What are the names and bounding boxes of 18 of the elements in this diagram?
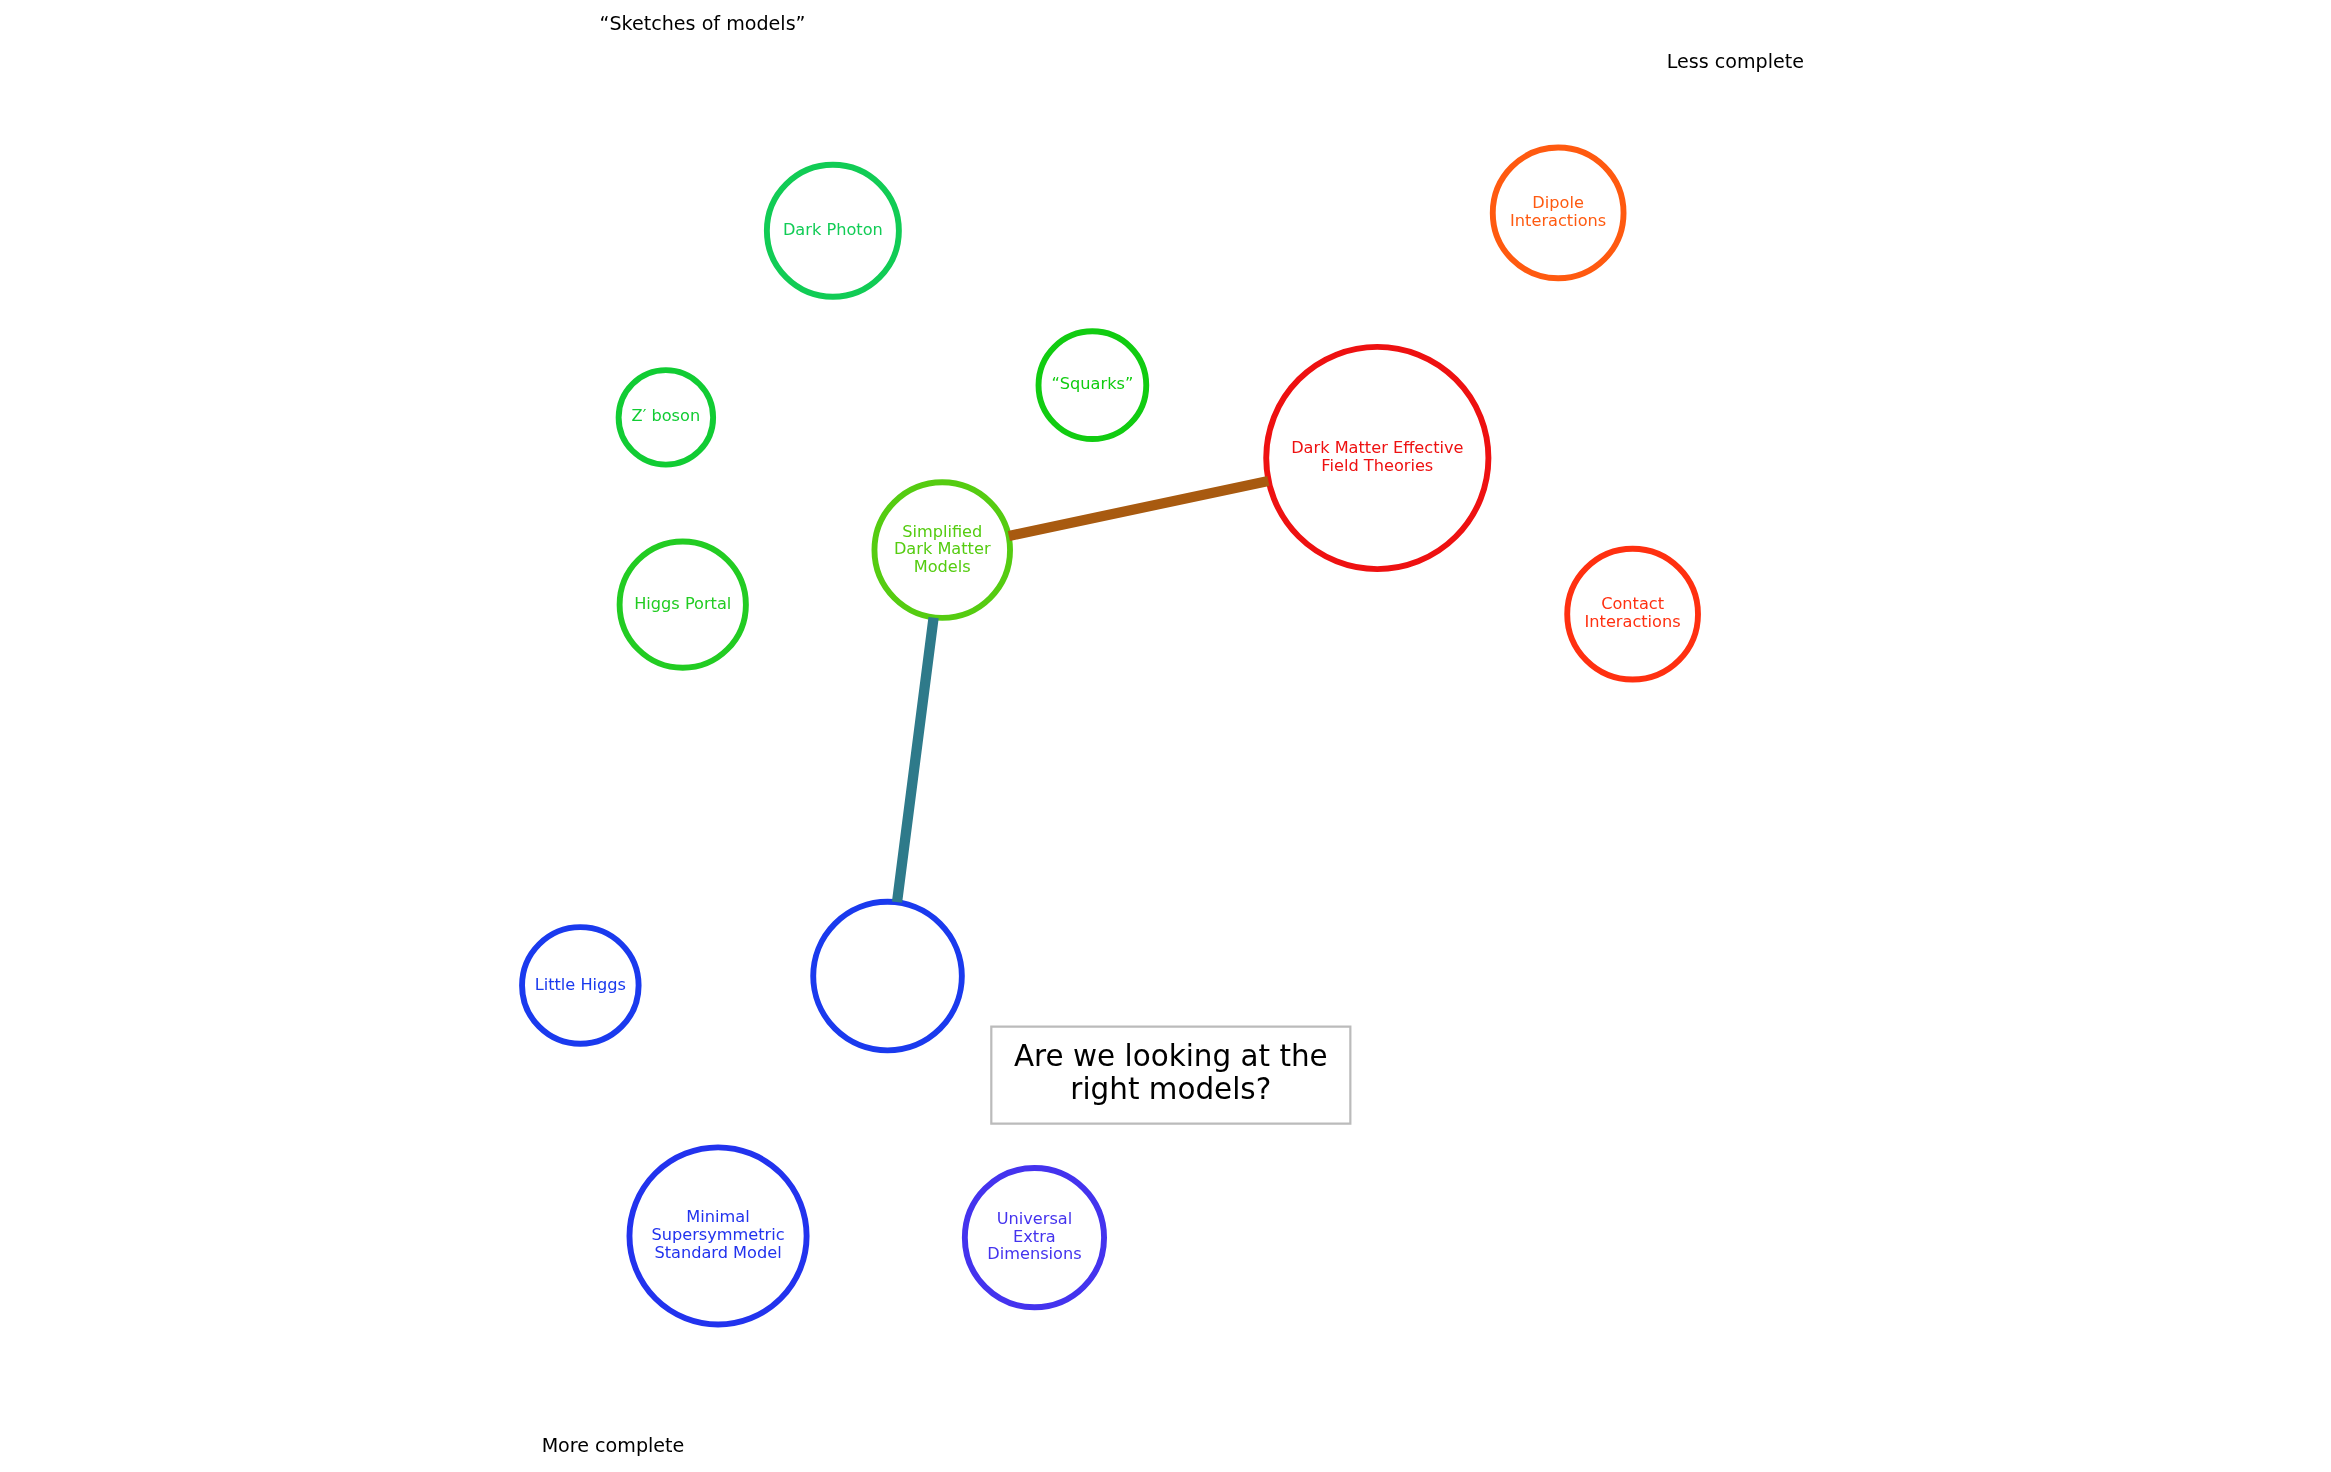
node-circle: Little Higgs — [518, 924, 642, 1047]
node-circle — [809, 898, 965, 1054]
node-circle: Dipole Interactions — [1489, 144, 1626, 282]
node-circle: Simplified Dark Matter Models — [871, 479, 1013, 621]
node-circle: Dark Matter Effective Field Theories — [1262, 343, 1491, 572]
node-circle: Contact Interactions — [1563, 545, 1701, 683]
node-circle: Z′ boson — [615, 367, 716, 468]
node-circle: Dark Photon — [763, 161, 902, 300]
label: More complete — [541, 1433, 684, 1457]
node-circle: Universal Extra Dimensions — [961, 1165, 1107, 1311]
label: “Sketches of models” — [599, 11, 805, 35]
node-circle: “Squarks” — [1035, 328, 1149, 442]
node-circle: Higgs Portal — [616, 538, 749, 671]
node-circle: Minimal Supersymmetric Standard Model — [626, 1144, 810, 1328]
label: Less complete — [1666, 50, 1804, 74]
node-box: Are we looking at the right models? — [989, 1025, 1351, 1125]
connector — [1007, 476, 1269, 541]
connector — [891, 616, 939, 903]
